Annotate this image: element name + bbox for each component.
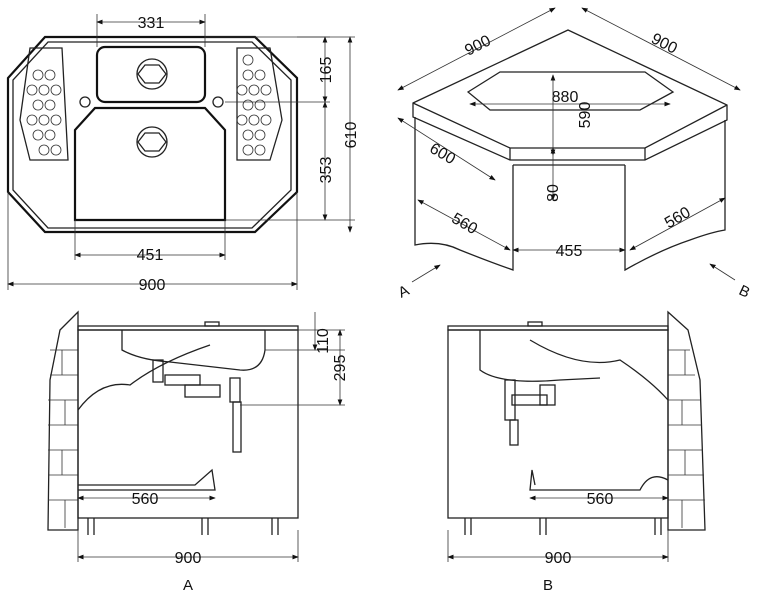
- dim-455: 455: [556, 243, 583, 260]
- section-b-dimensions: 560 900 B: [447, 491, 669, 594]
- dim-560-iso-right: 560: [662, 204, 694, 232]
- dim-900-top: 900: [139, 277, 166, 294]
- section-a-dimensions: 110 295 560 900 A: [77, 312, 349, 594]
- dim-110: 110: [315, 328, 332, 354]
- dim-900-section-a: 900: [175, 550, 202, 567]
- dim-560-section-a: 560: [132, 491, 159, 508]
- isometric-view: [412, 29, 728, 272]
- dim-610: 610: [343, 122, 360, 149]
- view-a-marker: A: [396, 282, 412, 302]
- dim-590: 590: [577, 102, 594, 129]
- dim-80: 80: [545, 184, 562, 202]
- dim-900-section-b: 900: [545, 550, 572, 567]
- dim-900-iso-right: 900: [648, 30, 680, 57]
- dim-560-iso-left: 560: [448, 210, 480, 238]
- section-b: [447, 310, 706, 535]
- dim-560-section-b: 560: [587, 491, 614, 508]
- dim-295: 295: [332, 355, 349, 382]
- section-b-label: B: [543, 577, 553, 594]
- top-view-sink: [6, 35, 299, 234]
- dim-331: 331: [138, 15, 165, 32]
- dim-900-iso-left: 900: [462, 32, 494, 59]
- dim-353: 353: [318, 157, 335, 184]
- dim-880: 880: [552, 89, 579, 106]
- section-a: [47, 310, 299, 535]
- section-a-label: A: [183, 577, 193, 594]
- dim-165: 165: [318, 57, 335, 84]
- top-view-dimensions: 331 165 353 610 451 900: [7, 14, 360, 294]
- view-b-marker: B: [736, 282, 752, 302]
- dim-451: 451: [137, 247, 164, 264]
- dim-600: 600: [426, 140, 458, 168]
